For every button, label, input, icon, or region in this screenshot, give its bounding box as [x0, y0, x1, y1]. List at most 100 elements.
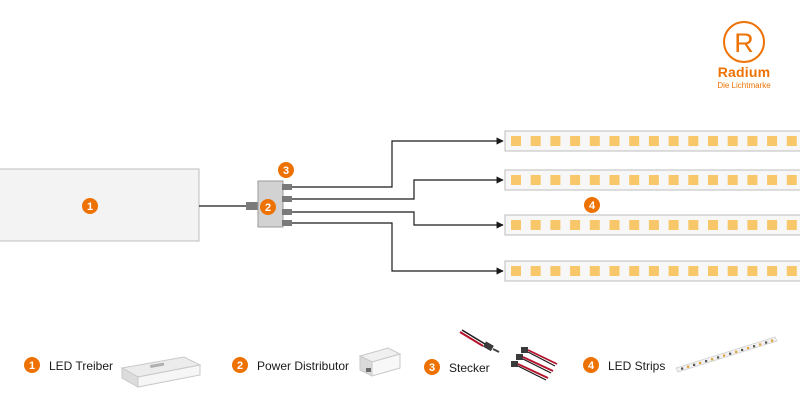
led-driver-icon: [120, 356, 202, 388]
legend-badge-4: 4: [583, 357, 599, 373]
led-chip: [747, 266, 758, 276]
led-chip: [589, 175, 600, 185]
output-port-1: [282, 184, 292, 190]
led-chip: [609, 136, 620, 146]
led-chip: [629, 266, 640, 276]
led-chip: [708, 136, 718, 146]
logo-letter: R: [734, 28, 754, 58]
led-chip: [648, 175, 659, 185]
led-chip: [530, 175, 541, 185]
legend-badge-2-circle: [232, 357, 248, 373]
wire-to-strip-1: [292, 137, 504, 188]
led-chip: [530, 136, 541, 146]
led-driver-box: [0, 168, 200, 242]
driver-badge-circle: [82, 198, 98, 214]
led-chip: [727, 220, 738, 230]
mini-led-chip: [705, 360, 708, 363]
led-strips: [504, 130, 800, 282]
wire-to-strip-3: [292, 211, 504, 229]
mini-led-chip: [687, 365, 690, 368]
led-chip: [511, 266, 521, 276]
mini-led-chip: [711, 358, 714, 361]
input-plug: [246, 202, 258, 210]
legend-label-led-driver: LED Treiber: [49, 359, 114, 373]
led-chip: [747, 136, 758, 146]
mini-led-chip: [747, 347, 750, 350]
distributor-badge: 2: [260, 199, 276, 215]
output-port-4: [282, 220, 292, 226]
legend-label-connector: Stecker: [449, 361, 490, 375]
led-chip: [648, 266, 659, 276]
output-port-3: [282, 209, 292, 215]
led-chip: [767, 136, 778, 146]
led-chip: [550, 175, 561, 185]
distributor-badge-circle: [260, 199, 276, 215]
driver-badge-number: 1: [87, 201, 93, 213]
mini-led-chip: [729, 352, 732, 355]
led-chip: [648, 220, 659, 230]
strips-badge: 4: [584, 197, 600, 213]
legend-badge-1-number: 1: [29, 360, 35, 372]
led-chip: [530, 220, 541, 230]
legend-badge-1-circle: [24, 357, 40, 373]
connector-badge: 3: [278, 162, 294, 178]
distributor-badge-number: 2: [265, 202, 271, 214]
mini-led-chip: [753, 345, 756, 348]
led-chip: [550, 220, 561, 230]
led-chip: [688, 175, 699, 185]
legend-label-power-distributor: Power Distributor: [257, 359, 350, 373]
led-chip: [786, 175, 797, 185]
led-chip: [668, 220, 679, 230]
connector-badge-circle: [278, 162, 294, 178]
legend-badge-4-circle: [583, 357, 599, 373]
led-chip: [530, 266, 541, 276]
mini-led-chip: [681, 367, 684, 370]
led-chip: [511, 220, 521, 230]
led-chip: [629, 175, 640, 185]
mini-led-chip: [723, 354, 726, 357]
led-chip: [747, 175, 758, 185]
mini-led-chip: [693, 363, 696, 366]
led-chip: [570, 136, 581, 146]
led-chip: [786, 136, 797, 146]
led-chip: [786, 220, 797, 230]
radium-logo: R: [723, 21, 765, 63]
legend-badge-2-number: 2: [237, 360, 243, 372]
led-chip: [767, 175, 778, 185]
led-strip-icon: [675, 336, 778, 373]
led-chip: [786, 266, 797, 276]
led-chip: [511, 175, 521, 185]
led-chip: [511, 136, 521, 146]
legend-badge-2: 2: [232, 357, 248, 373]
led-chip: [708, 220, 718, 230]
led-chip: [648, 136, 659, 146]
output-port-2: [282, 196, 292, 202]
led-chip: [668, 175, 679, 185]
wire-to-strip-2: [292, 176, 504, 200]
led-chip: [668, 266, 679, 276]
led-chip: [629, 136, 640, 146]
mini-led-chip: [735, 350, 738, 353]
brand-tagline: Die Lichtmarke: [717, 81, 771, 90]
led-chip: [570, 220, 581, 230]
led-chip: [688, 220, 699, 230]
connector-badge-number: 3: [283, 165, 289, 177]
led-chip: [609, 220, 620, 230]
brand-name: Radium: [717, 64, 771, 80]
led-chip: [747, 220, 758, 230]
strips-badge-circle: [584, 197, 600, 213]
legend-label-led-strips: LED Strips: [608, 359, 666, 373]
led-chip: [767, 220, 778, 230]
led-chip: [589, 266, 600, 276]
driver-badge: 1: [82, 198, 98, 214]
legend-badge-3-number: 3: [429, 362, 435, 374]
legend-badge-4-number: 4: [588, 360, 595, 372]
led-chip: [589, 220, 600, 230]
connector-cables-icon: [459, 329, 558, 381]
led-chip: [727, 136, 738, 146]
mini-led-chip: [765, 341, 768, 344]
led-chip: [609, 266, 620, 276]
led-chip: [708, 175, 718, 185]
led-chip: [727, 175, 738, 185]
led-chip: [767, 266, 778, 276]
